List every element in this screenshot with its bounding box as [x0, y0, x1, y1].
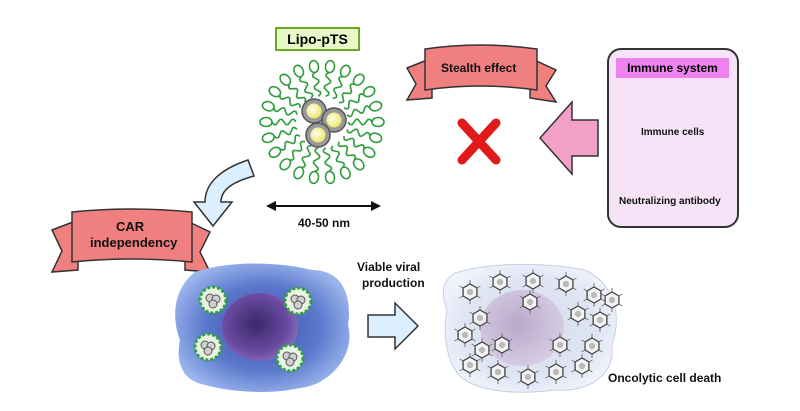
peg-chain — [322, 147, 333, 173]
viable-label-2: production — [362, 276, 425, 290]
peg-chain — [343, 136, 365, 150]
cell-virion — [193, 332, 223, 362]
peg-loop — [279, 158, 292, 171]
progeny-virion — [491, 333, 513, 357]
car-banner-label-2: independency — [90, 235, 178, 250]
right-arrow-icon — [367, 301, 420, 351]
peg-chain — [332, 75, 343, 100]
virus-core — [326, 112, 342, 128]
peg-loop — [324, 170, 336, 185]
peg-loop — [308, 170, 320, 185]
stealth-banner — [405, 44, 558, 103]
host-cell — [175, 263, 350, 392]
progeny-virion — [454, 323, 476, 347]
peg-loop — [369, 132, 383, 144]
progeny-virion — [522, 269, 544, 293]
pink-arrow-icon — [538, 100, 599, 176]
virus-core — [310, 127, 326, 143]
peg-chain — [273, 106, 298, 116]
peg-chain — [289, 140, 306, 161]
peg-chain — [273, 126, 298, 139]
scale-bar — [266, 201, 381, 211]
peg-loop — [339, 166, 351, 180]
car-banner-label-1: CAR — [116, 219, 145, 234]
peg-loop — [293, 166, 305, 180]
stealth-banner-label: Stealth effect — [441, 61, 517, 75]
immune-system-panel — [607, 48, 739, 228]
progeny-virion — [571, 354, 593, 378]
progeny-virion — [601, 288, 623, 312]
peg-chain — [347, 118, 373, 126]
virus-progeny — [454, 269, 623, 389]
peg-loop — [339, 64, 351, 78]
peg-chain — [337, 141, 357, 160]
peg-loop — [279, 73, 292, 86]
peg-loop — [362, 146, 376, 159]
progeny-virion — [549, 333, 571, 357]
progeny-virion — [459, 353, 481, 377]
cell-virion — [283, 286, 313, 316]
progeny-virion — [545, 360, 567, 384]
progeny-virion — [469, 306, 491, 330]
peg-chain — [343, 93, 365, 110]
oncolytic-death-label: Oncolytic cell death — [608, 371, 722, 385]
cell-virion — [275, 343, 305, 373]
curved-arrow-icon — [192, 159, 255, 228]
car-banner — [50, 208, 212, 273]
peg-loop — [324, 59, 336, 74]
cell-virion — [198, 285, 228, 315]
progeny-virion — [567, 302, 589, 326]
neutralizing-antibody-label: Neutralizing antibody — [619, 196, 721, 207]
size-label: 40-50 nm — [298, 216, 351, 230]
peg-chain — [279, 134, 301, 151]
progeny-virion — [589, 308, 611, 332]
peg-loop — [371, 116, 385, 128]
peg-chain — [271, 118, 297, 126]
peg-loop — [259, 116, 273, 128]
progeny-virion — [489, 270, 511, 294]
peg-loop — [268, 146, 282, 159]
peg-chain — [311, 71, 322, 97]
viable-label-1: Viable viral — [357, 260, 421, 274]
peg-chain — [346, 128, 371, 138]
peg-loop — [352, 158, 365, 171]
progeny-virion — [583, 283, 605, 307]
peg-chain — [323, 71, 332, 98]
progeny-virion — [517, 365, 539, 389]
peg-loop — [261, 132, 275, 144]
liposome-particle — [259, 59, 385, 185]
virus-core — [306, 103, 322, 119]
peg-loop — [261, 100, 275, 112]
peg-loop — [293, 64, 305, 78]
peg-chain — [312, 146, 321, 173]
progeny-virion — [555, 272, 577, 296]
peg-loop — [369, 100, 383, 112]
peg-chain — [338, 83, 355, 104]
peg-loop — [362, 85, 376, 98]
immune-system-title: Immune system — [616, 58, 729, 78]
cell-virions — [193, 285, 313, 373]
peg-loop — [352, 73, 365, 86]
peg-chain — [301, 144, 312, 169]
progeny-virion — [487, 360, 509, 384]
peg-chain — [330, 145, 346, 168]
peg-chain — [279, 94, 301, 108]
progeny-virion — [519, 290, 541, 314]
immune-cells-label: Immune cells — [641, 127, 705, 138]
peg-loop — [308, 59, 320, 74]
block-cross-icon — [457, 118, 501, 165]
lipo-pts-title: Lipo-pTS — [275, 27, 360, 51]
peg-chain — [346, 105, 371, 118]
peg-chain — [287, 84, 307, 103]
peg-chain — [298, 76, 314, 99]
progeny-virion — [459, 280, 481, 304]
progeny-virion — [581, 334, 603, 358]
progeny-virion — [471, 338, 493, 362]
peg-loop — [268, 85, 282, 98]
